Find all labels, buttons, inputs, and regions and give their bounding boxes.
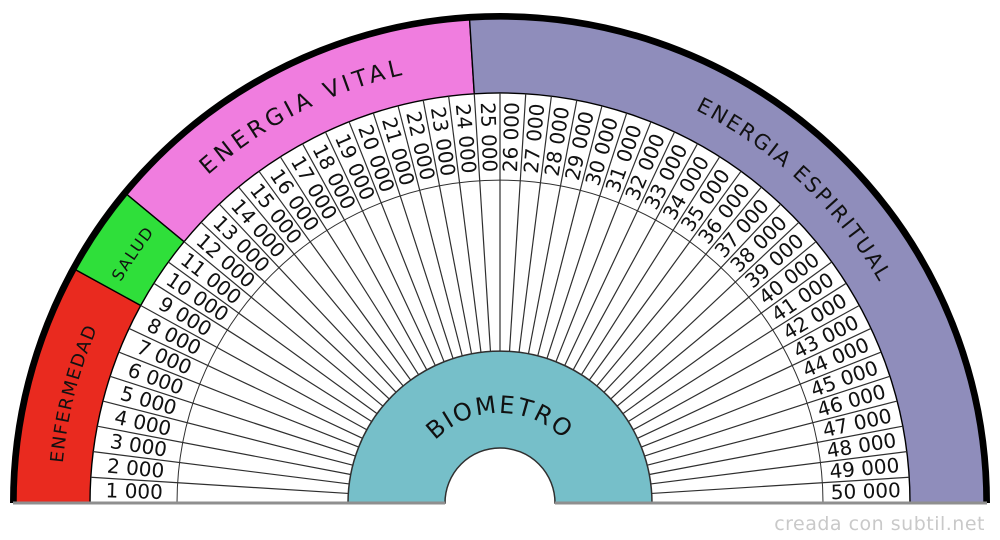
scale-label: 25 000	[476, 102, 502, 173]
sector-line	[588, 170, 742, 381]
sector-line	[301, 143, 428, 371]
sector-line	[508, 93, 527, 352]
sector-line	[622, 261, 833, 415]
sector-line	[348, 121, 445, 362]
sector-line	[596, 186, 762, 387]
sector-line	[422, 100, 473, 354]
scale-label: 26 000	[498, 102, 524, 173]
sector-line	[473, 93, 492, 352]
sector-line	[555, 121, 652, 362]
sector-line	[93, 451, 350, 485]
sector-line	[140, 304, 368, 431]
sector-line	[153, 282, 372, 423]
label-ring-arc	[176, 179, 824, 504]
watermark: creada con subtil.net	[774, 513, 985, 535]
sector-line	[183, 241, 384, 407]
sector-line	[564, 131, 676, 366]
sector-line	[518, 96, 552, 353]
sector-line	[200, 221, 390, 400]
sector-line	[238, 186, 404, 387]
sector-line	[572, 143, 699, 371]
sector-line	[109, 375, 356, 457]
outer-rim	[10, 13, 990, 504]
sector-line	[546, 112, 628, 359]
sector-line	[448, 96, 482, 353]
sector-line	[649, 425, 903, 476]
sector-line	[644, 375, 891, 457]
center-disc	[347, 350, 653, 504]
sector-line	[324, 131, 436, 366]
sector-line	[651, 476, 910, 495]
sector-line	[118, 351, 359, 448]
sector-line	[603, 203, 782, 393]
sector-line	[632, 304, 860, 431]
sector-line	[97, 425, 351, 476]
sector-line	[218, 203, 397, 393]
sector-line	[102, 400, 353, 466]
sector-line	[90, 476, 349, 495]
sector-line	[537, 105, 603, 356]
sector-line	[628, 282, 847, 423]
sector-line	[647, 400, 898, 466]
scale-label: 50 000	[830, 478, 901, 504]
sector-line	[167, 261, 378, 415]
sector-line	[527, 100, 578, 354]
sector-line	[128, 327, 363, 439]
sector-line	[641, 351, 882, 448]
sector-line	[580, 156, 721, 375]
sector-line	[610, 221, 800, 400]
sector-line	[650, 451, 907, 485]
scale-label: 1 000	[105, 478, 163, 504]
sector-line	[637, 327, 872, 439]
sector-line	[258, 170, 412, 381]
sector-line	[616, 241, 817, 407]
scale-label: 2 000	[106, 454, 165, 483]
sector-line	[279, 156, 420, 375]
sector-line	[397, 105, 463, 356]
sector-line	[372, 112, 454, 359]
